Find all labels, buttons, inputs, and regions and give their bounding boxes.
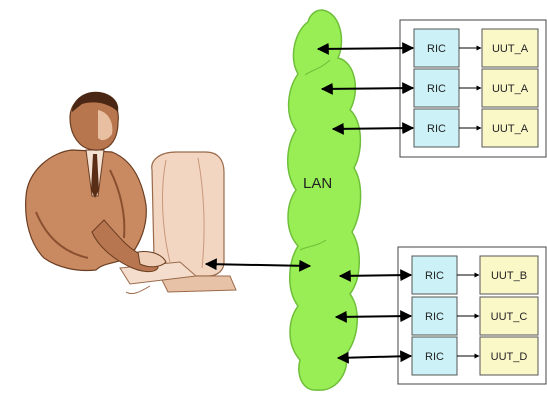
top-ric-label-3: RIC (427, 123, 446, 135)
bottom-lan-ric-link-3 (336, 350, 413, 364)
bottom-uut-box-2 (479, 296, 539, 336)
bottom-lan-ric-link-1 (338, 269, 413, 282)
person-hand (137, 251, 167, 268)
bottom-ric-label-1: RIC (425, 270, 444, 282)
computer-base (159, 275, 237, 293)
top-uut-box-3 (481, 108, 539, 148)
bottom-ric-box-2 (411, 296, 458, 336)
lan-cloud: LAN (287, 9, 362, 391)
bottom-unit-group: RIC UUT_B RIC UUT_C RIC UUT_D (334, 246, 547, 385)
top-uut-label-1: UUT_A (492, 43, 529, 55)
top-lan-ric-link-3 (331, 122, 415, 135)
top-uut-label-3: UUT_A (492, 123, 529, 135)
top-lan-ric-link-2 (320, 82, 415, 95)
top-ric-box-3 (413, 108, 460, 148)
computer-lan-link (204, 258, 312, 272)
top-uut-label-2: UUT_A (492, 83, 529, 95)
top-lan-ric-link-1 (316, 42, 415, 55)
bottom-uut-box-1 (479, 255, 539, 295)
top-uut-box-1 (481, 28, 539, 68)
top-ric-label-2: RIC (427, 83, 446, 95)
operator-at-computer-illustration (25, 91, 237, 295)
top-ric-label-1: RIC (427, 43, 446, 55)
bottom-uut-box-3 (479, 336, 539, 376)
lan-cloud-shape (287, 9, 362, 391)
bottom-ric-label-2: RIC (425, 311, 444, 323)
top-uut-box-2 (481, 68, 539, 108)
bottom-lan-ric-link-2 (334, 310, 413, 323)
bottom-uut-label-1: UUT_B (491, 270, 527, 282)
lan-label: LAN (303, 175, 332, 192)
bottom-ric-label-3: RIC (425, 351, 444, 363)
top-ric-box-2 (413, 68, 460, 108)
bottom-uut-label-2: UUT_C (491, 311, 528, 323)
top-unit-group: RIC UUT_A RIC UUT_A RIC UUT_A (316, 19, 547, 158)
bottom-uut-label-3: UUT_D (491, 351, 528, 363)
